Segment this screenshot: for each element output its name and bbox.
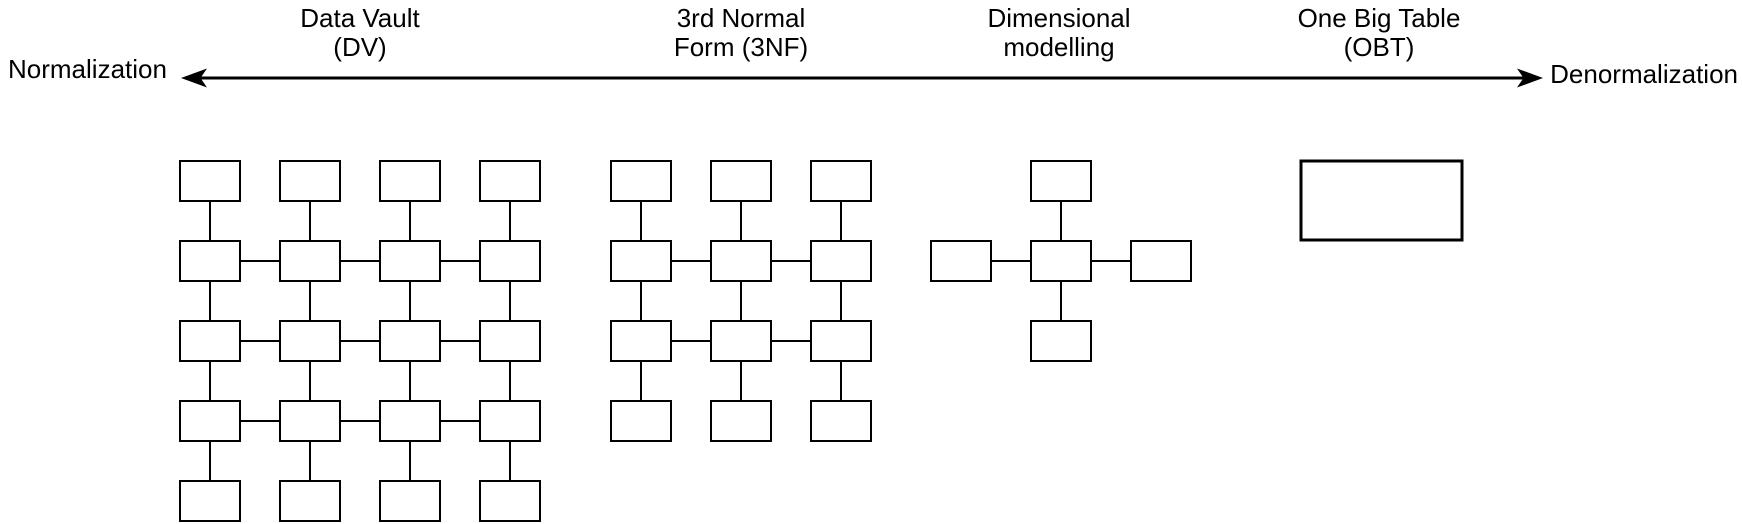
table-box xyxy=(179,400,241,442)
title-line: (OBT) xyxy=(1343,32,1415,62)
dimension-table-box xyxy=(1030,320,1092,362)
table-box xyxy=(810,320,872,362)
title-data-vault: Data Vault (DV) xyxy=(210,4,510,62)
table-box xyxy=(479,160,541,202)
table-box xyxy=(279,400,341,442)
arrow-head-left-icon xyxy=(181,68,207,88)
arrow-head-right-icon xyxy=(1517,68,1543,88)
table-box xyxy=(710,240,772,282)
table-box xyxy=(179,240,241,282)
table-box xyxy=(379,480,441,522)
denormalization-label: Denormalization xyxy=(1550,59,1738,89)
normalization-label: Normalization xyxy=(8,54,167,84)
table-box xyxy=(379,320,441,362)
table-box xyxy=(179,480,241,522)
table-box xyxy=(610,240,672,282)
title-line: (DV) xyxy=(333,32,387,62)
title-line: Form (3NF) xyxy=(673,32,809,62)
table-box xyxy=(379,240,441,282)
table-box xyxy=(810,160,872,202)
table-box xyxy=(479,240,541,282)
table-box xyxy=(610,320,672,362)
title-line: 3rd Normal xyxy=(676,3,806,33)
table-box xyxy=(810,240,872,282)
table-box xyxy=(279,480,341,522)
schema-shapes xyxy=(179,159,1464,522)
table-box xyxy=(710,160,772,202)
table-box xyxy=(379,400,441,442)
dimension-table-box xyxy=(930,240,992,282)
title-dimensional-modelling: Dimensional modelling xyxy=(909,4,1209,62)
dimension-table-box xyxy=(1030,160,1092,202)
table-box xyxy=(710,320,772,362)
table-box xyxy=(279,160,341,202)
title-line: modelling xyxy=(1003,32,1115,62)
table-box xyxy=(610,400,672,442)
spectrum-arrow xyxy=(181,68,1543,88)
title-line: Data Vault xyxy=(300,3,420,33)
fact-table-box xyxy=(1030,240,1092,282)
table-box xyxy=(179,160,241,202)
title-one-big-table: One Big Table (OBT) xyxy=(1229,4,1529,62)
table-box xyxy=(379,160,441,202)
title-line: One Big Table xyxy=(1297,3,1461,33)
table-box xyxy=(610,160,672,202)
title-line: Dimensional xyxy=(987,3,1131,33)
table-box xyxy=(479,480,541,522)
table-box xyxy=(179,320,241,362)
table-box xyxy=(810,400,872,442)
one-big-table-box xyxy=(1299,159,1464,242)
table-box xyxy=(279,240,341,282)
title-third-normal-form: 3rd Normal Form (3NF) xyxy=(591,4,891,62)
table-box xyxy=(479,400,541,442)
table-box xyxy=(710,400,772,442)
table-box xyxy=(479,320,541,362)
dimension-table-box xyxy=(1130,240,1192,282)
table-box xyxy=(279,320,341,362)
